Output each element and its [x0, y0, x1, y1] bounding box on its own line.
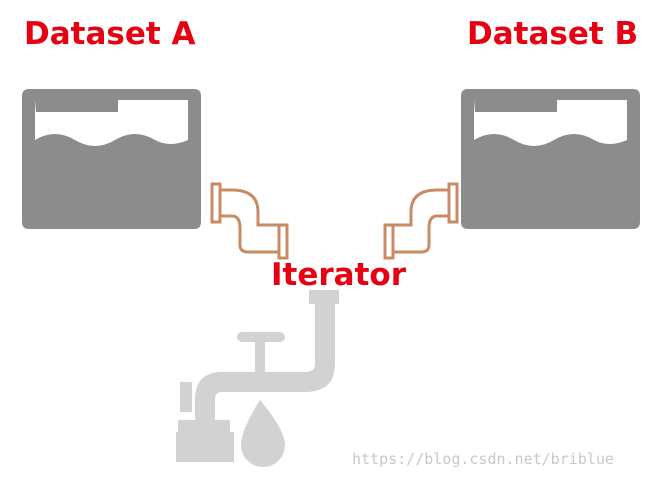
drop-icon [48, 98, 56, 111]
drop-icon [520, 98, 528, 111]
drop-icon [505, 98, 513, 111]
faucet-icon [176, 290, 339, 467]
drop-icon [63, 98, 71, 111]
drop-icon [490, 98, 498, 111]
tank-a-icon [22, 89, 201, 229]
drop-icon [78, 98, 86, 111]
iterator-label: Iterator [271, 257, 406, 293]
elbow-pipe-b-icon [383, 182, 459, 260]
dataset-b-label: Dataset B [467, 16, 639, 52]
elbow-pipe-a-icon [210, 182, 289, 260]
watermark-text: https://blog.csdn.net/briblue [352, 450, 614, 468]
tank-b-icon [461, 89, 640, 229]
dataset-a-label: Dataset A [24, 16, 196, 52]
water-drop-icon [241, 400, 285, 467]
